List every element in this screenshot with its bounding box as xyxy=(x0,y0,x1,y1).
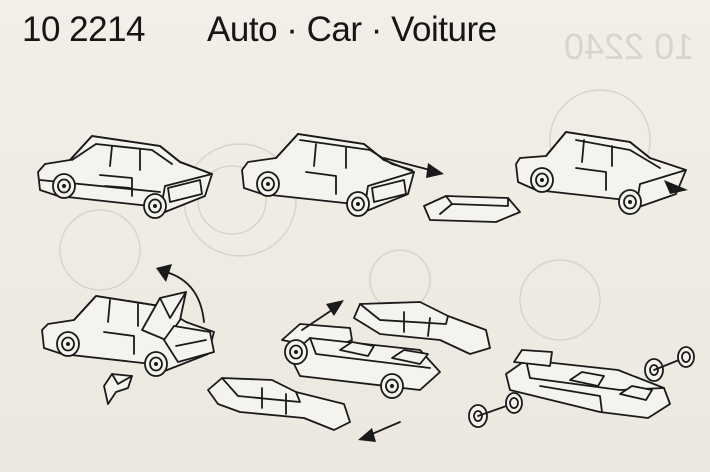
chassis-icon xyxy=(505,349,671,419)
sheet-header: 10 2214 Auto · Car · Voiture xyxy=(22,4,497,56)
hood-open-icon xyxy=(41,291,215,405)
product-number: 10 2214 xyxy=(22,10,146,49)
arrow-right-icon xyxy=(301,300,344,331)
arrow-right-icon xyxy=(383,157,444,178)
car-assembled-icon xyxy=(37,135,213,219)
car-disassembly-step-2 xyxy=(515,131,688,215)
sheet-title: Auto · Car · Voiture xyxy=(207,10,497,49)
wheel-icon xyxy=(644,346,695,382)
car-parts-icon xyxy=(207,301,491,431)
arrow-curved-icon xyxy=(156,264,205,323)
car-disassembly-step-1 xyxy=(241,133,415,217)
wheel-icon xyxy=(468,392,523,428)
arrow-left-icon xyxy=(358,421,401,442)
car-top-piece-icon xyxy=(423,195,521,223)
